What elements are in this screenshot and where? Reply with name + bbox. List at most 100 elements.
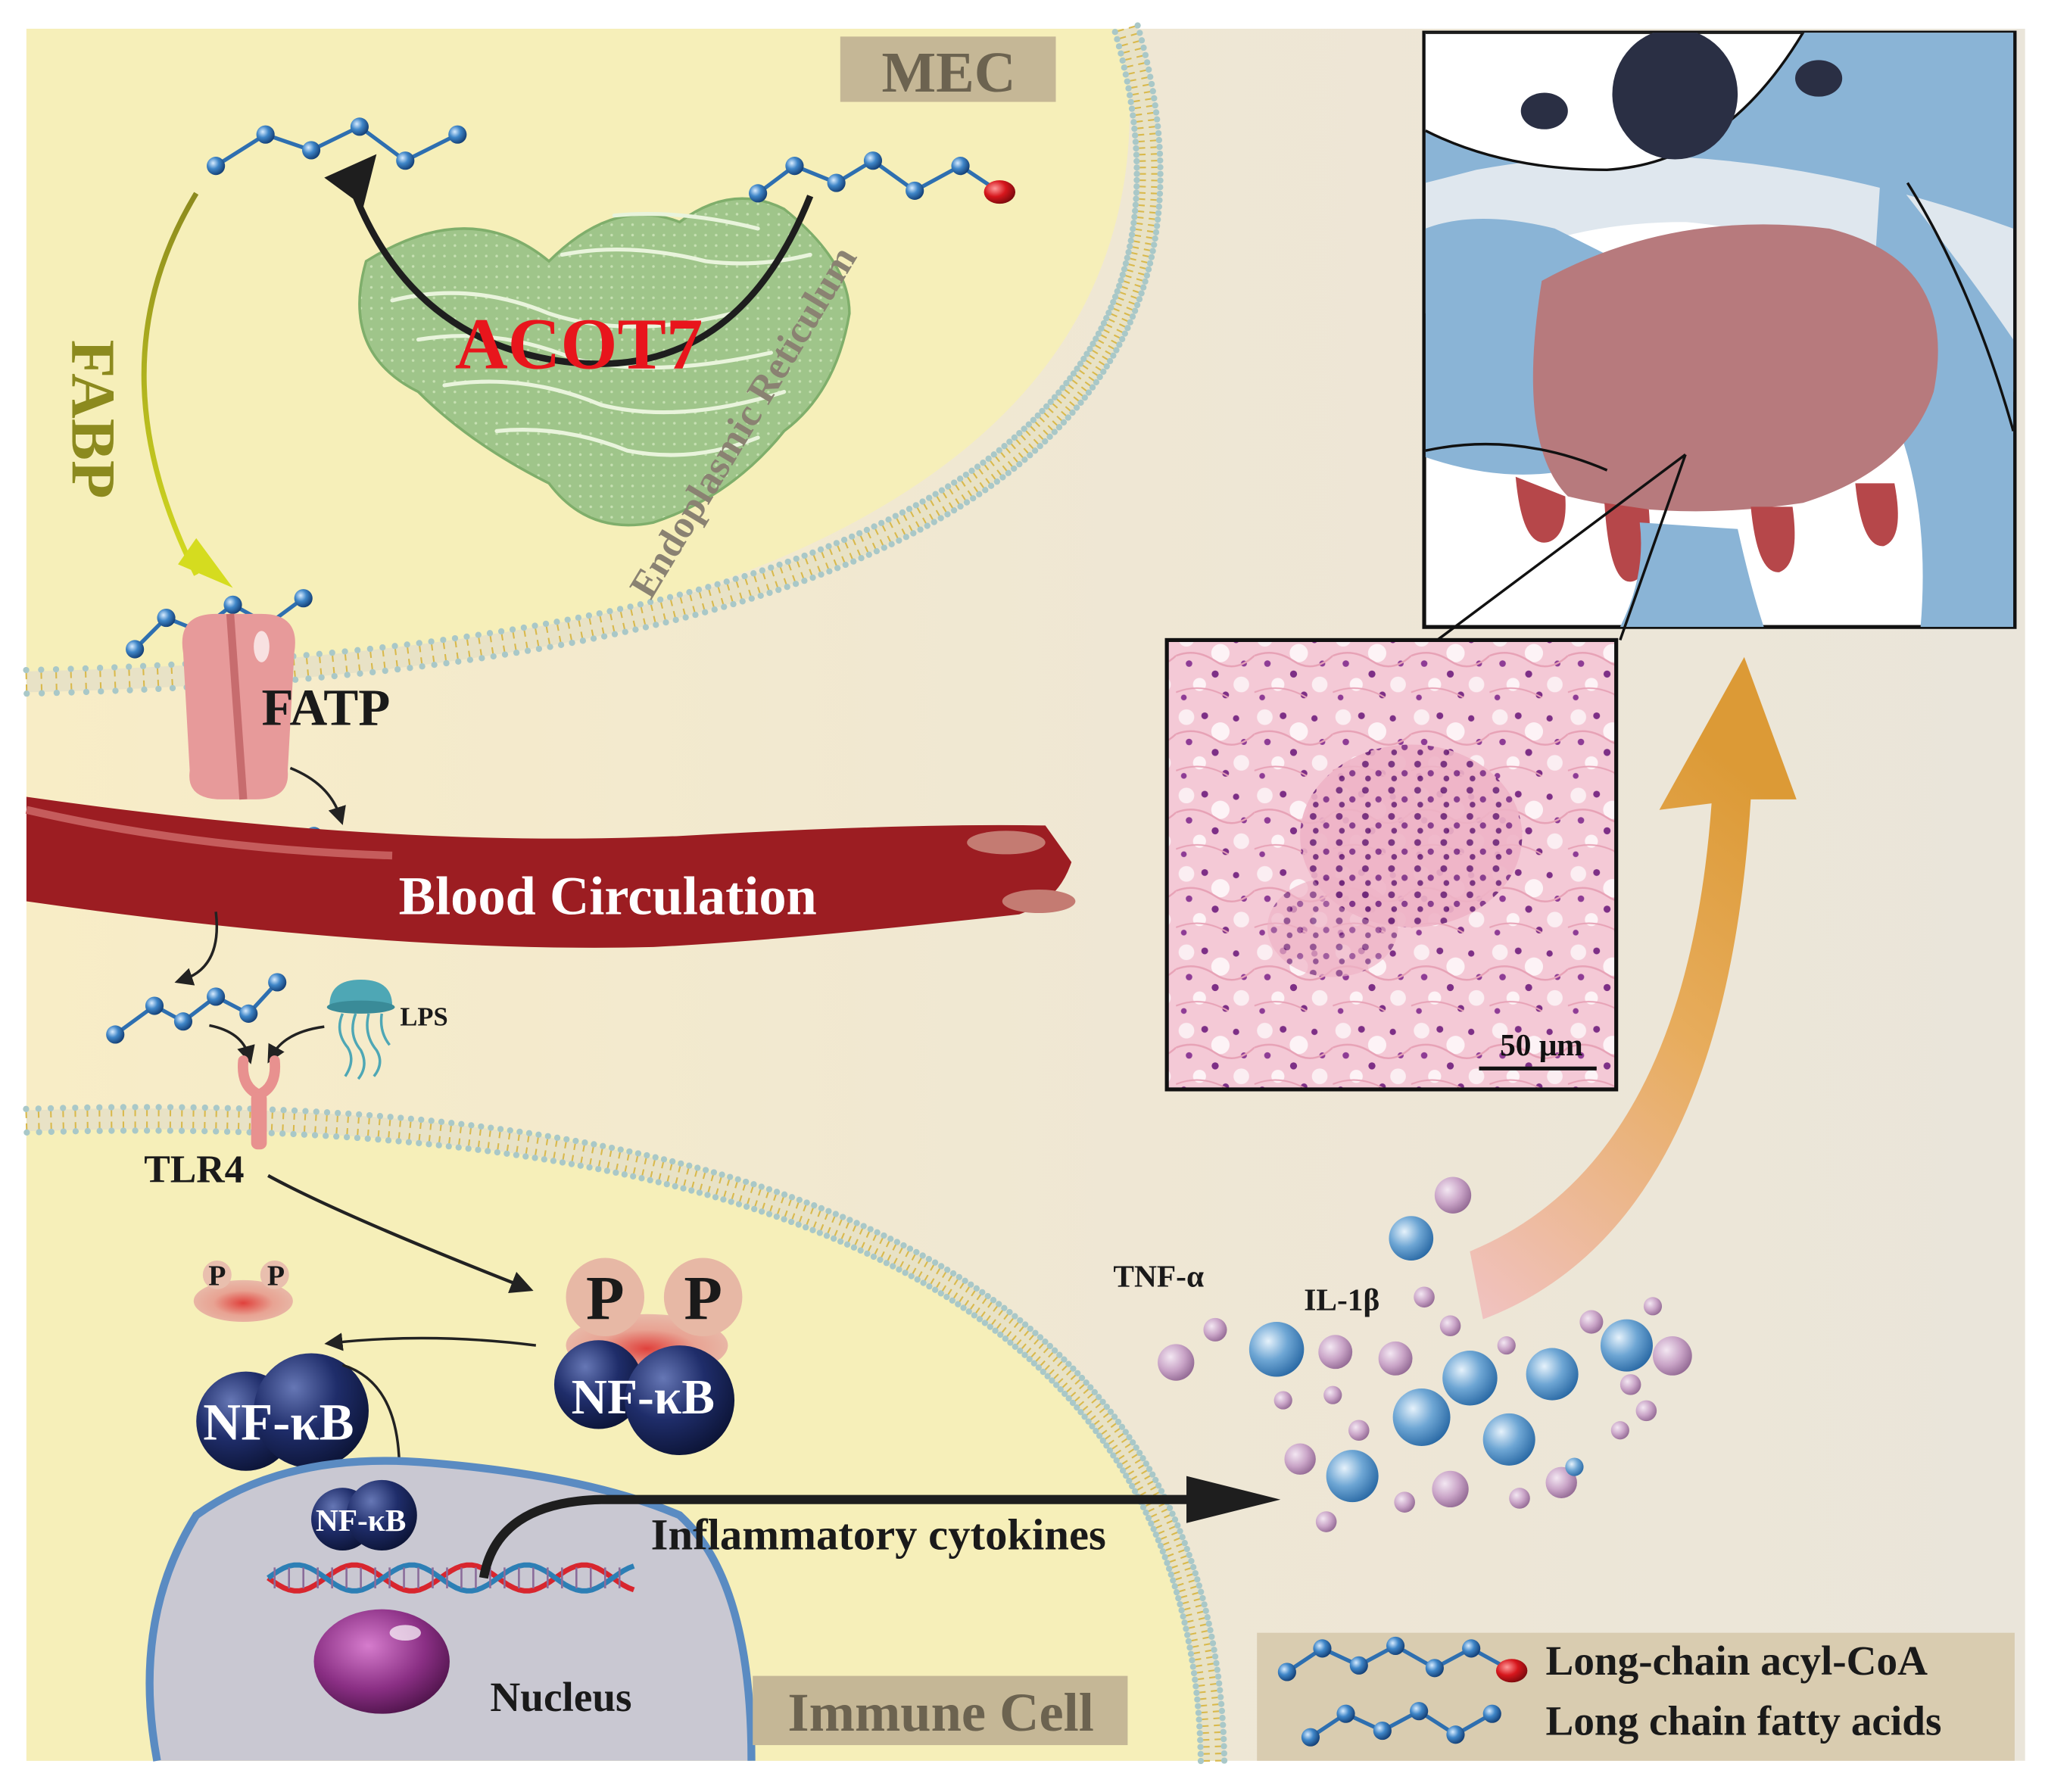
mec-membrane-lipid-head bbox=[1116, 43, 1122, 49]
immune-membrane-lipid-head bbox=[190, 1128, 196, 1134]
mec-membrane-lipid-head bbox=[1021, 425, 1027, 432]
mec-membrane-lipid-head bbox=[1133, 189, 1139, 195]
immune-membrane-lipid-head bbox=[1021, 1352, 1027, 1358]
lps-label: LPS bbox=[400, 1002, 447, 1031]
immune-membrane-lipid-head bbox=[144, 1104, 150, 1110]
mec-membrane-lipid-head bbox=[510, 626, 516, 632]
mec-membrane-lipid-tail bbox=[307, 669, 308, 676]
immune-membrane-lipid-head bbox=[1186, 1552, 1192, 1558]
immune-membrane-lipid-head bbox=[36, 1105, 42, 1111]
tnf-alpha-label: TNF-α bbox=[1113, 1258, 1204, 1293]
immune-membrane-lipid-head bbox=[214, 1105, 220, 1111]
nucleus: Nucleus NF-κB bbox=[150, 1461, 752, 1761]
immune-membrane-lipid-head bbox=[1152, 1477, 1158, 1483]
immune-membrane-lipid-head bbox=[1177, 1601, 1183, 1607]
immune-membrane-lipid-head bbox=[48, 1105, 54, 1111]
mec-membrane-lipid-tail bbox=[1145, 98, 1152, 99]
immune-membrane-lipid-head bbox=[1070, 1366, 1076, 1372]
mec-membrane-lipid-head bbox=[1156, 204, 1162, 210]
mec-membrane-lipid-head bbox=[638, 601, 644, 607]
immune-membrane-lipid-head bbox=[944, 1267, 950, 1273]
immune-membrane-lipid-head bbox=[132, 1127, 138, 1133]
mec-membrane-lipid-tail bbox=[370, 651, 371, 658]
mec-membrane-lipid-head bbox=[826, 569, 832, 575]
immune-membrane-lipid-head bbox=[1211, 1647, 1217, 1653]
immune-membrane-lipid-tail bbox=[1208, 1670, 1215, 1671]
immune-membrane-lipid-head bbox=[1203, 1608, 1209, 1614]
immune-membrane-lipid-head bbox=[871, 1254, 877, 1260]
mec-membrane-lipid-head bbox=[850, 559, 856, 565]
immune-membrane-lipid-head bbox=[1181, 1619, 1187, 1625]
immune-membrane-lipid-head bbox=[1083, 1379, 1090, 1385]
mec-membrane-lipid-head bbox=[154, 662, 161, 668]
immune-membrane-lipid-head bbox=[73, 1128, 79, 1134]
mec-membrane-lipid-head bbox=[785, 559, 791, 565]
mec-membrane-lipid-head bbox=[126, 687, 132, 693]
acyl-coa-top-carbon bbox=[906, 182, 924, 200]
mec-membrane-lipid-head bbox=[1120, 272, 1126, 278]
tnf-alpha-sphere bbox=[1316, 1511, 1337, 1532]
mec-membrane-lipid-head bbox=[632, 626, 638, 632]
acyl-coa-top-carbon bbox=[951, 157, 969, 175]
immune-membrane-lipid-head bbox=[728, 1198, 734, 1205]
mec-membrane-lipid-head bbox=[498, 628, 504, 634]
mec-membrane-lipid-head bbox=[1157, 157, 1163, 164]
mec-membrane-lipid-head bbox=[1052, 429, 1058, 435]
immune-membrane-lipid-head bbox=[1104, 1404, 1110, 1410]
mec-membrane-lipid-tail bbox=[1136, 223, 1143, 224]
immune-membrane-lipid-head bbox=[727, 1173, 733, 1180]
mec-membrane-lipid-head bbox=[878, 520, 884, 526]
immune-membrane-lipid-head bbox=[1190, 1564, 1196, 1570]
mec-membrane-lipid-head bbox=[67, 665, 73, 672]
mec-membrane-lipid-head bbox=[597, 610, 603, 616]
mec-membrane-lipid-head bbox=[866, 552, 872, 558]
mec-membrane-lipid-head bbox=[1127, 319, 1133, 326]
tnf-alpha-sphere bbox=[1620, 1374, 1641, 1395]
tnf-alpha-sphere bbox=[1440, 1315, 1461, 1336]
mec-membrane-lipid-head bbox=[957, 503, 963, 510]
mec-membrane-lipid-head bbox=[721, 604, 727, 610]
immune-membrane-lipid-head bbox=[1119, 1424, 1125, 1430]
mec-membrane-lipid-tail bbox=[321, 668, 322, 675]
immune-membrane-lipid-head bbox=[1221, 1750, 1227, 1756]
immune-membrane-lipid-head bbox=[516, 1129, 522, 1135]
mec-membrane-lipid-tail bbox=[1146, 106, 1153, 107]
immune-membrane-lipid-tail bbox=[565, 1142, 566, 1148]
immune-membrane-lipid-head bbox=[833, 1211, 839, 1217]
mec-membrane-lipid-head bbox=[1130, 220, 1136, 226]
mec-membrane-lipid-head bbox=[988, 483, 994, 489]
mec-membrane-lipid-tail bbox=[419, 646, 420, 653]
immune-membrane-lipid-tail bbox=[1200, 1699, 1207, 1700]
immune-membrane-lipid-head bbox=[609, 1145, 615, 1151]
immune-membrane-lipid-head bbox=[1197, 1730, 1203, 1736]
immune-membrane-lipid-tail bbox=[388, 1131, 389, 1138]
immune-membrane-lipid-head bbox=[333, 1133, 339, 1139]
immune-membrane-lipid-head bbox=[1196, 1709, 1202, 1716]
mec-membrane-lipid-head bbox=[1154, 223, 1160, 229]
mec-membrane-lipid-tail bbox=[1150, 206, 1157, 207]
acot7-label: ACOT7 bbox=[455, 304, 703, 385]
mec-membrane-lipid-head bbox=[112, 687, 118, 693]
mec-membrane-lipid-head bbox=[491, 653, 497, 659]
immune-membrane-lipid-tail bbox=[460, 1127, 461, 1133]
immune-membrane-lipid-head bbox=[1007, 1339, 1013, 1345]
mec-membrane-lipid-tail bbox=[407, 647, 408, 654]
immune-membrane-lipid-head bbox=[968, 1282, 974, 1288]
immune-membrane-lipid-head bbox=[1182, 1540, 1188, 1546]
mec-membrane-lipid-head bbox=[809, 550, 815, 556]
immune-membrane-lipid-head bbox=[541, 1156, 547, 1162]
immune-membrane-lipid-tail bbox=[358, 1117, 359, 1124]
tnf-alpha-sphere bbox=[1318, 1335, 1352, 1369]
mec-membrane-lipid-head bbox=[818, 547, 824, 553]
mec-membrane-lipid-tail bbox=[513, 632, 514, 639]
mec-membrane-lipid-head bbox=[885, 516, 891, 522]
mec-membrane-lipid-head bbox=[1133, 177, 1139, 183]
acyl-coa-top-carbon bbox=[864, 151, 882, 170]
immune-membrane-lipid-head bbox=[781, 1216, 787, 1222]
immune-membrane-lipid-head bbox=[1166, 1566, 1172, 1572]
mec-membrane-lipid-tail bbox=[358, 653, 359, 659]
immune-membrane-lipid-head bbox=[766, 1211, 772, 1217]
immune-membrane-lipid-tail bbox=[553, 1152, 554, 1158]
legend-acyl-coa-molecule-carbon bbox=[1462, 1639, 1480, 1657]
